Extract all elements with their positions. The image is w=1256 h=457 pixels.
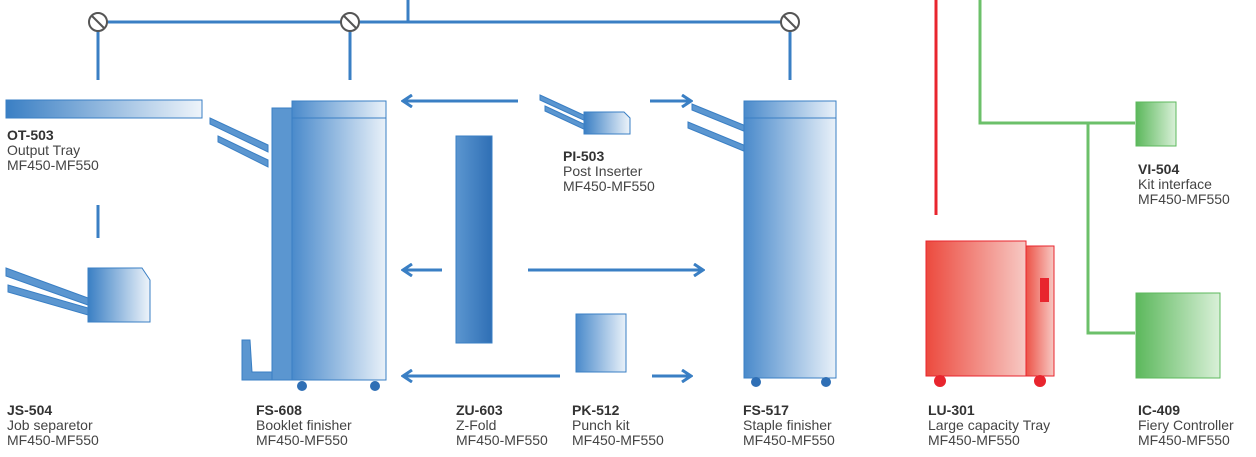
module-code: FS-608 (256, 402, 302, 418)
module-code: PK-512 (572, 402, 620, 418)
module-code: PI-503 (563, 148, 605, 164)
label-pi-503: PI-503 Post Inserter MF450-MF550 (563, 149, 655, 194)
module-name: Fiery Controller (1138, 417, 1234, 433)
module-code: VI-504 (1138, 161, 1180, 177)
module-model: MF450-MF550 (7, 157, 99, 173)
label-pk-512: PK-512 Punch kit MF450-MF550 (572, 403, 664, 448)
label-vi-504: VI-504 Kit interface MF450-MF550 (1138, 162, 1230, 207)
module-model: MF450-MF550 (256, 432, 348, 448)
module-code: FS-517 (743, 402, 789, 418)
not-combinable-icon (780, 12, 800, 32)
job-separator-device (5, 267, 151, 323)
output-tray-device (5, 99, 203, 119)
large-capacity-tray-device (925, 240, 1055, 387)
module-name: Staple finisher (743, 417, 832, 433)
not-combinable-icon (88, 12, 108, 32)
connection-bus (96, 0, 792, 238)
module-code: ZU-603 (456, 402, 503, 418)
module-name: Z-Fold (456, 417, 497, 433)
module-code: LU-301 (928, 402, 975, 418)
module-model: MF450-MF550 (7, 432, 99, 448)
module-model: MF450-MF550 (563, 178, 655, 194)
z-fold-device (455, 135, 493, 344)
module-name: Punch kit (572, 417, 630, 433)
module-name: Post Inserter (563, 163, 643, 179)
label-fs-608: FS-608 Booklet finisher MF450-MF550 (256, 403, 352, 448)
not-combinable-icon (340, 12, 360, 32)
module-name: Booklet finisher (256, 417, 352, 433)
label-js-504: JS-504 Job separetor MF450-MF550 (7, 403, 99, 448)
module-model: MF450-MF550 (928, 432, 1020, 448)
module-code: IC-409 (1138, 402, 1181, 418)
booklet-finisher-device (209, 100, 387, 391)
module-name: Kit interface (1138, 176, 1212, 192)
module-model: MF450-MF550 (1138, 191, 1230, 207)
label-ic-409: IC-409 Fiery Controller MF450-MF550 (1138, 403, 1234, 448)
module-code: OT-503 (7, 127, 54, 143)
post-inserter-device (539, 94, 631, 135)
punch-kit-device (575, 313, 627, 373)
module-name: Output Tray (7, 142, 81, 158)
module-name: Job separetor (7, 417, 93, 433)
fiery-controller-device (1135, 292, 1221, 379)
module-model: MF450-MF550 (456, 432, 548, 448)
module-code: JS-504 (7, 402, 53, 418)
kit-interface-device (1135, 101, 1177, 147)
controller-connection-line (978, 0, 1135, 125)
module-model: MF450-MF550 (743, 432, 835, 448)
module-model: MF450-MF550 (572, 432, 664, 448)
label-fs-517: FS-517 Staple finisher MF450-MF550 (743, 403, 835, 448)
staple-finisher-device (687, 100, 837, 387)
module-name: Large capacity Tray (928, 417, 1051, 433)
module-model: MF450-MF550 (1138, 432, 1230, 448)
label-ot-503: OT-503 Output Tray MF450-MF550 (7, 128, 99, 173)
label-lu-301: LU-301 Large capacity Tray MF450-MF550 (928, 403, 1050, 448)
controller-connection-line (1086, 123, 1135, 335)
label-zu-603: ZU-603 Z-Fold MF450-MF550 (456, 403, 548, 448)
